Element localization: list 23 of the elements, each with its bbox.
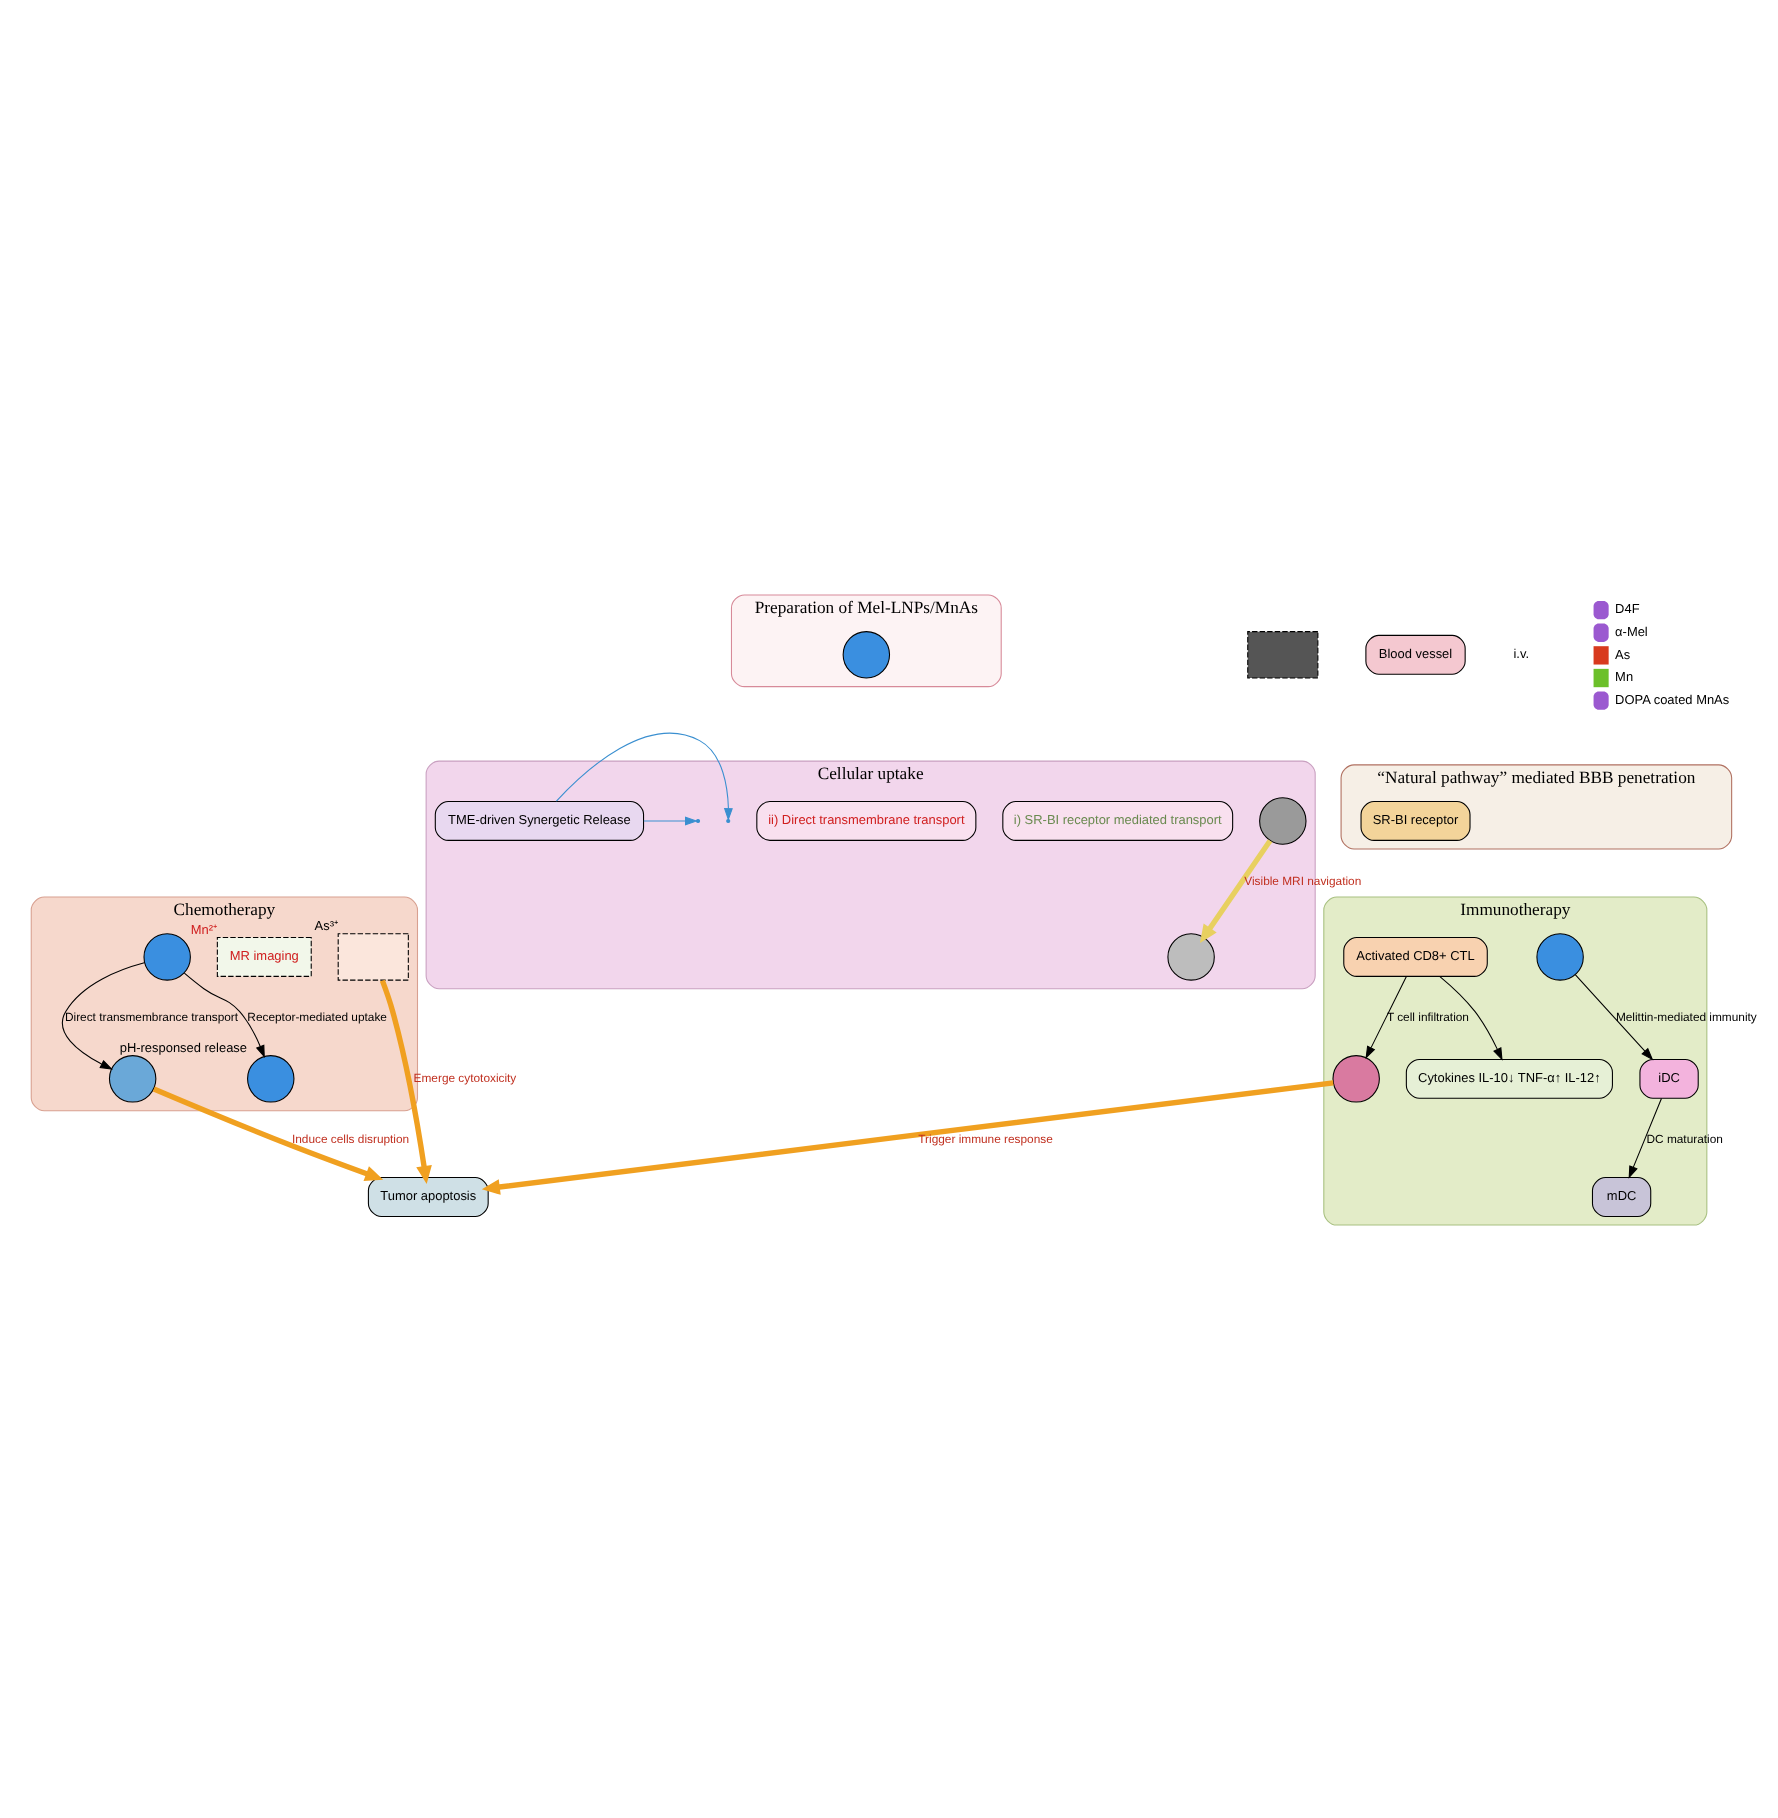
node-circle [247,1054,295,1102]
arrow [643,815,698,825]
arrow [1628,1097,1662,1178]
arrow [1574,973,1654,1060]
node-circle [1259,796,1307,844]
node-circle [1332,1054,1380,1102]
node-box [1247,630,1319,678]
arrow [152,1085,384,1181]
arrow [555,731,733,821]
arrow [1365,975,1407,1059]
arrow [379,978,432,1183]
arrow [183,971,265,1058]
cluster: Preparation of Mel-LNPs/MnAs [730,593,1002,687]
node-circle [842,630,891,678]
arrow [1199,838,1273,942]
node-circle [1167,932,1215,980]
node-circle [108,1054,157,1102]
arrow [61,961,145,1069]
node-box [337,932,409,980]
arrow [1439,975,1503,1060]
node-circle [143,932,191,980]
arrow [481,1079,1334,1194]
node-circle [1536,932,1584,980]
